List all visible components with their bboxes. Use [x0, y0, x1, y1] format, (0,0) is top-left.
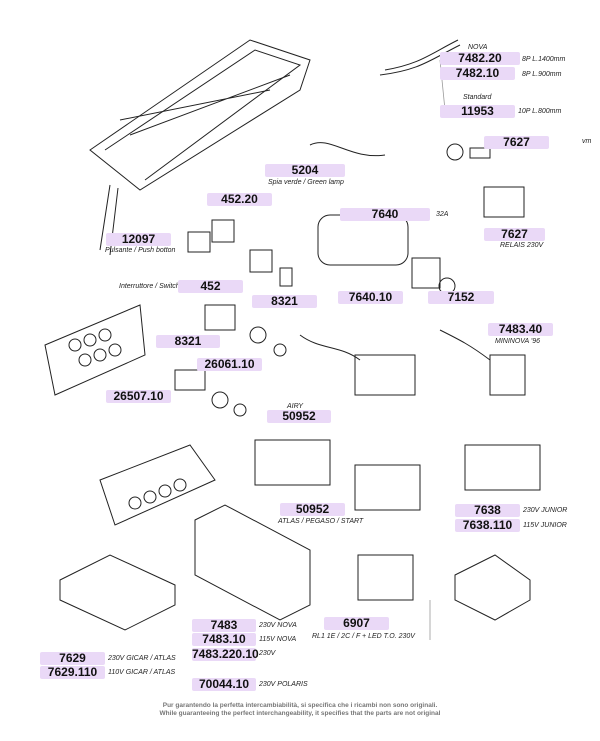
- part-label[interactable]: 8321: [156, 335, 220, 348]
- group-label: Standard: [463, 94, 492, 101]
- part-label[interactable]: 452.20: [207, 193, 272, 206]
- part-label[interactable]: 7638.110: [455, 519, 520, 532]
- part-label[interactable]: 70044.10: [192, 678, 256, 691]
- heating-element-drawing: [89, 39, 311, 256]
- footer-disclaimer-en: While guaranteeing the perfect interchan…: [159, 710, 441, 717]
- part-note: 32A: [436, 211, 449, 218]
- part-note: RL1 1E / 2C / F + LED T.O. 230V: [312, 633, 415, 640]
- part-note: 230V GICAR / ATLAS: [108, 655, 176, 662]
- group-label: NOVA: [468, 44, 488, 51]
- part-label[interactable]: 452: [178, 280, 243, 293]
- part-note: vm: [582, 138, 592, 145]
- part-label[interactable]: 7629: [40, 652, 105, 665]
- part-note: 10P L.800mm: [518, 108, 562, 115]
- part-note: 8P L.900mm: [522, 71, 562, 78]
- part-note: 115V JUNIOR: [523, 522, 567, 529]
- part-note: Interruttore / Switch: [119, 283, 180, 290]
- part-label[interactable]: 26507.10: [106, 390, 171, 403]
- part-label[interactable]: 7627: [484, 136, 549, 149]
- part-label[interactable]: 8321: [252, 295, 317, 308]
- part-label[interactable]: 7640: [340, 208, 430, 221]
- part-label[interactable]: 6907: [324, 617, 389, 630]
- part-label[interactable]: 7152: [428, 291, 494, 304]
- part-note: 230V JUNIOR: [523, 507, 568, 514]
- part-label[interactable]: 50952: [267, 410, 331, 423]
- part-note: 230V NOVA: [259, 622, 297, 629]
- part-label[interactable]: 5204: [265, 164, 345, 177]
- part-label[interactable]: 7483.220.10: [192, 647, 259, 661]
- part-label[interactable]: 7629.110: [40, 666, 105, 679]
- part-label[interactable]: 7483: [192, 619, 256, 632]
- part-label[interactable]: 12097: [106, 233, 171, 246]
- part-label[interactable]: 7638: [455, 504, 520, 517]
- part-label[interactable]: 7482.20: [440, 52, 520, 65]
- part-label[interactable]: 11953: [440, 105, 515, 118]
- part-note: ATLAS / PEGASO / START: [278, 518, 364, 525]
- part-label[interactable]: 7482.10: [440, 67, 515, 80]
- footer-disclaimer-it: Pur garantendo la perfetta intercambiabi…: [162, 702, 438, 709]
- part-label[interactable]: 7483.40: [488, 323, 553, 336]
- part-label[interactable]: 50952: [280, 503, 345, 516]
- part-label[interactable]: 26061.10: [197, 358, 262, 371]
- part-note: 8P L.1400mm: [522, 56, 566, 63]
- group-label: AIRY: [287, 403, 304, 410]
- part-note: 115V NOVA: [259, 636, 297, 643]
- part-note: 230V: [259, 650, 276, 657]
- part-label[interactable]: 7627: [484, 228, 545, 241]
- part-note: 230V POLARIS: [259, 681, 308, 688]
- part-note: 110V GICAR / ATLAS: [108, 669, 176, 676]
- lamp-drawing: [309, 142, 386, 157]
- part-label[interactable]: 7483.10: [192, 633, 256, 646]
- part-note: MININOVA '96: [495, 338, 541, 345]
- part-note: RELAIS 230V: [500, 242, 544, 249]
- part-note: Spia verde / Green lamp: [268, 179, 344, 186]
- flat-cable-drawing: [379, 39, 461, 76]
- part-note: Pulsante / Push botton: [105, 247, 176, 254]
- part-label[interactable]: 7640.10: [338, 291, 403, 304]
